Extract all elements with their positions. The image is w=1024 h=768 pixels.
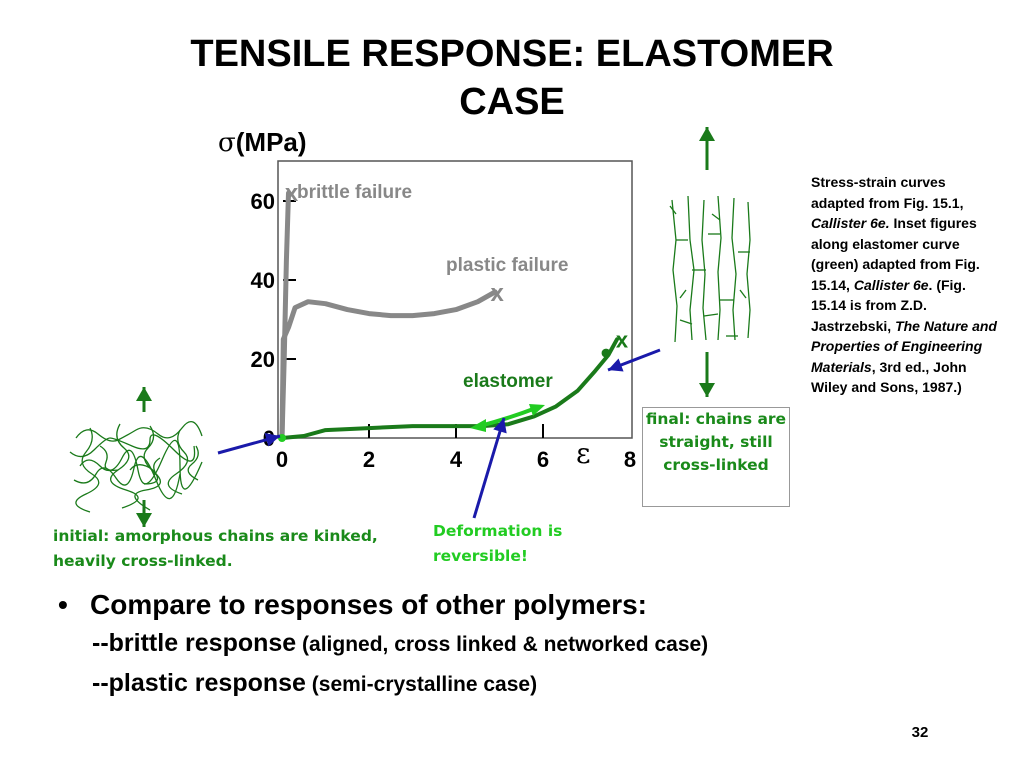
y-tick-label: 40 — [251, 268, 275, 293]
elastomer-failure-marker: x — [616, 327, 629, 352]
final-chain-0 — [671, 199, 678, 343]
final-chain-17 — [669, 205, 677, 215]
reversible-pointer-arrow-head — [493, 418, 507, 434]
y-axis-title: σ(MPa) — [218, 127, 307, 158]
slide-title-line2: CASE — [459, 81, 565, 123]
initial-chain-9 — [143, 457, 161, 485]
initial-chain-2 — [79, 439, 203, 490]
final-up-arrow-head — [699, 127, 715, 141]
bullet-main: • Compare to responses of other polymers: — [58, 586, 998, 624]
final-chain-1 — [687, 195, 695, 341]
x-tick-label: 4 — [450, 447, 463, 472]
caption-text-2: Inset figures along elastomer curve (gre… — [811, 215, 980, 293]
initial-chain-1 — [69, 434, 196, 462]
bullet-plastic-label: --plastic response — [92, 669, 306, 697]
x-tick-label: 6 — [537, 447, 549, 472]
bullet-main-text: Compare to responses of other polymers: — [90, 589, 648, 620]
elastomer-label: elastomer — [463, 371, 553, 392]
x-tick-label: 2 — [363, 447, 375, 472]
brittle-label: brittle failure — [297, 182, 412, 203]
y-axis-unit: (MPa) — [236, 127, 307, 157]
initial-up-arrow-head — [136, 387, 152, 401]
bullet-plastic-detail: (semi-crystalline case) — [305, 673, 538, 696]
final-chain-16 — [711, 213, 721, 221]
plastic-failure-marker: x — [490, 280, 504, 307]
figure-caption: Stress-strain curves adapted from Fig. 1… — [811, 172, 1001, 398]
final-chain-11 — [679, 319, 693, 325]
initial-chain-6 — [134, 425, 162, 511]
reversible-arrow-head-left — [470, 419, 486, 432]
caption-text-1: Stress-strain curves adapted from Fig. 1… — [811, 174, 964, 211]
final-chain-3 — [717, 195, 722, 341]
bullet-brittle-label: --brittle response — [92, 629, 297, 657]
brittle-failure-marker: x — [285, 180, 299, 207]
plastic-label: plastic failure — [446, 255, 569, 276]
x-tick-label: 0 — [276, 447, 288, 472]
bullet-brittle: --brittle response (aligned, cross linke… — [58, 624, 998, 664]
final-chain-2 — [701, 199, 707, 341]
caption-text-3: . (Fig. 15.14 is from Z.D. Jastrzebski, — [811, 276, 966, 334]
reversible-note: Deformation is reversible! — [433, 522, 563, 565]
final-chain-4 — [731, 197, 737, 341]
y-axis-symbol: σ — [218, 128, 236, 158]
x-axis-symbol: ε — [576, 437, 591, 470]
bullet-brittle-detail: (aligned, cross linked & networked case) — [296, 633, 709, 656]
y-tick-label: 20 — [251, 347, 275, 372]
initial-chain-7 — [167, 429, 189, 495]
caption-italic-1: Callister 6e. — [811, 215, 890, 231]
page-number: 32 — [911, 724, 929, 741]
final-state-box: final: chains are straight, still cross-… — [642, 407, 790, 507]
final-chain-5 — [746, 201, 751, 339]
caption-italic-3: The Nature and Properties of Engineering… — [811, 317, 997, 375]
series-line-1 — [279, 289, 498, 441]
slide-title: TENSILE RESPONSE: ELASTOMER CASE — [0, 30, 1024, 126]
initial-chain-8 — [99, 445, 119, 471]
final-chain-12 — [703, 313, 719, 317]
initial-chain-10 — [129, 464, 155, 477]
initial-pointer-arrow-head — [264, 432, 280, 447]
initial-chain-11 — [187, 445, 199, 481]
initial-down-arrow-head — [136, 513, 152, 527]
elastomer-final-point — [601, 348, 611, 358]
initial-chain-0 — [75, 420, 203, 442]
initial-state-note: initial: amorphous chains are kinked, he… — [53, 527, 378, 570]
bullet-dot: • — [58, 589, 68, 620]
final-pointer-arrow-head — [608, 358, 624, 372]
series-line-2 — [280, 337, 619, 440]
caption-italic-2: Callister 6e — [853, 276, 929, 293]
bullet-list: • Compare to responses of other polymers:… — [58, 586, 998, 704]
reversible-pointer-arrow-line — [472, 417, 506, 519]
final-chain-15 — [739, 289, 747, 299]
final-chain-14 — [679, 289, 687, 299]
reversible-arrow-head-right — [529, 404, 545, 416]
caption-text-4: , 3rd ed., John Wiley and Sons, 1987.) — [811, 358, 967, 396]
x-tick-label: 8 — [624, 447, 636, 472]
slide-title-line1: TENSILE RESPONSE: ELASTOMER — [190, 33, 834, 75]
y-tick-label: 60 — [251, 189, 275, 214]
final-down-arrow-head — [699, 383, 715, 397]
bullet-plastic: --plastic response (semi-crystalline cas… — [58, 664, 998, 704]
initial-chain-4 — [75, 427, 100, 513]
